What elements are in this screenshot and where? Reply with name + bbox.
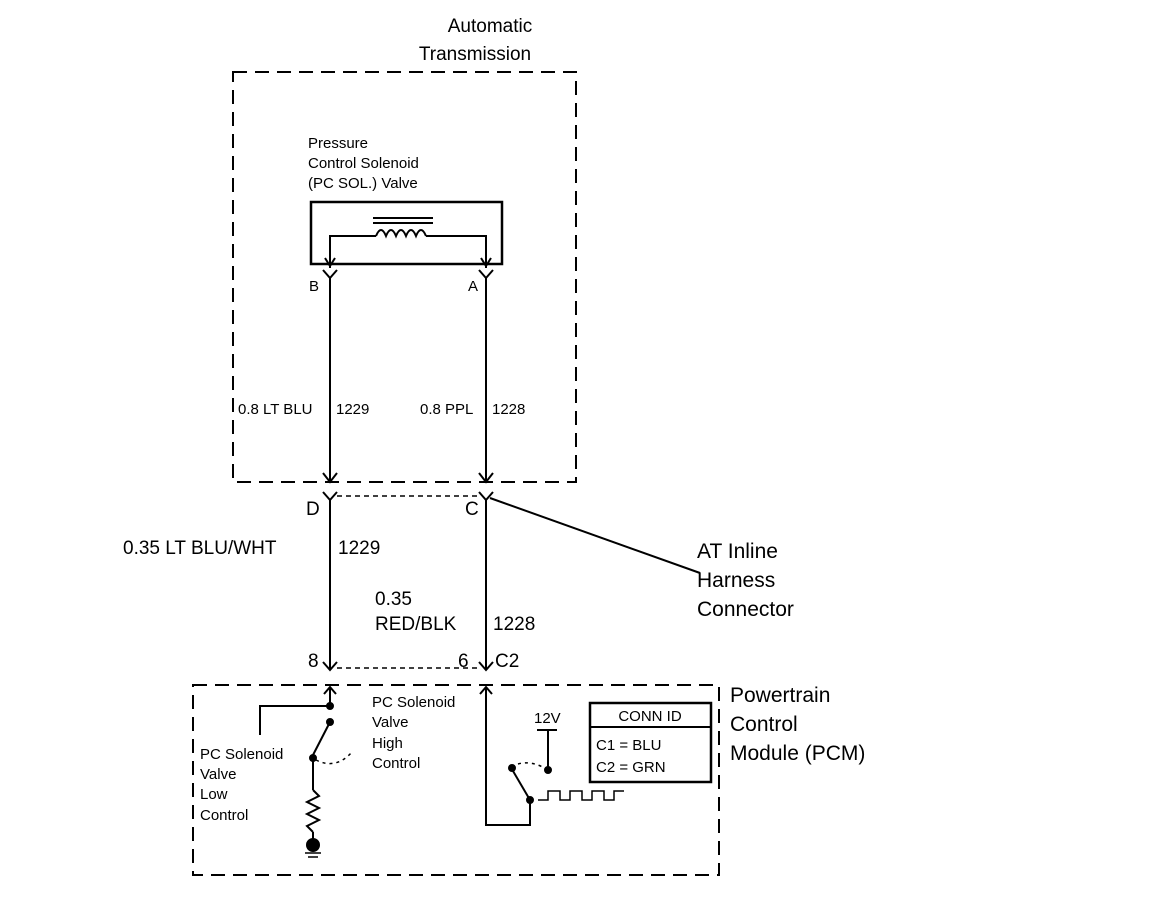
inline-connector-label-2: Harness	[697, 569, 775, 592]
pcm-connector-c2	[322, 661, 494, 672]
transmission-title-1: Automatic	[448, 16, 532, 37]
pin-8-label: 8	[308, 651, 319, 672]
wire-1228-label: 0.8 PPL	[420, 401, 473, 418]
inline-connector	[322, 491, 701, 574]
connector-pin-a	[478, 269, 494, 280]
high-control-label-4: Control	[372, 755, 420, 772]
harness-1229-circuit: 1229	[338, 538, 380, 559]
low-control-label-3: Low	[200, 786, 228, 803]
pressure-control-solenoid	[309, 200, 504, 268]
conn-id-table	[588, 701, 713, 784]
high-control-label-2: Valve	[372, 714, 408, 731]
transmission-boundary	[232, 71, 577, 483]
inline-connector-label-3: Connector	[697, 598, 794, 621]
voltage-label: 12V	[534, 710, 561, 727]
solenoid-label-3: (PC SOL.) Valve	[308, 175, 418, 192]
conn-id-header: CONN ID	[618, 708, 682, 725]
conn-id-row-2: C2 = GRN	[596, 759, 666, 776]
ground-icon	[306, 838, 320, 852]
low-control-label-2: Valve	[200, 766, 236, 783]
pin-c-label: C	[465, 499, 479, 520]
connector-pin-b	[322, 269, 338, 280]
pcm-boundary	[192, 684, 720, 876]
solenoid-label-2: Control Solenoid	[308, 155, 419, 172]
conn-id-row-1: C1 = BLU	[596, 737, 661, 754]
pin-a-label: A	[468, 278, 478, 295]
high-control-driver	[485, 687, 624, 826]
harness-1228-label-2: RED/BLK	[375, 614, 457, 635]
pcm-title-1: Powertrain	[730, 684, 830, 707]
solenoid-label-1: Pressure	[308, 135, 368, 152]
pin-b-label: B	[309, 278, 319, 295]
high-control-label-1: PC Solenoid	[372, 694, 455, 711]
wire-1228-circuit: 1228	[492, 401, 525, 418]
transmission-title-2: Transmission	[419, 44, 531, 65]
pwm-signal-icon	[538, 790, 624, 801]
high-control-label-3: High	[372, 735, 403, 752]
pcm-title-3: Module (PCM)	[730, 742, 865, 765]
low-control-label-4: Control	[200, 807, 248, 824]
wire-1229-label: 0.8 LT BLU	[238, 401, 313, 418]
harness-1229-label: 0.35 LT BLU/WHT	[123, 538, 277, 559]
pin-d-label: D	[306, 499, 320, 520]
pcm-title-2: Control	[730, 713, 798, 736]
harness-1228-label-1: 0.35	[375, 589, 412, 610]
wire-1229-circuit: 1229	[336, 401, 369, 418]
low-control-driver	[259, 687, 353, 858]
inline-connector-label-1: AT Inline	[697, 540, 778, 563]
harness-1228-circuit: 1228	[493, 614, 535, 635]
pin-6-label: 6	[458, 651, 469, 672]
resistor-icon	[304, 789, 322, 833]
connector-c2-label: C2	[495, 651, 519, 672]
low-control-label-1: PC Solenoid	[200, 746, 283, 763]
